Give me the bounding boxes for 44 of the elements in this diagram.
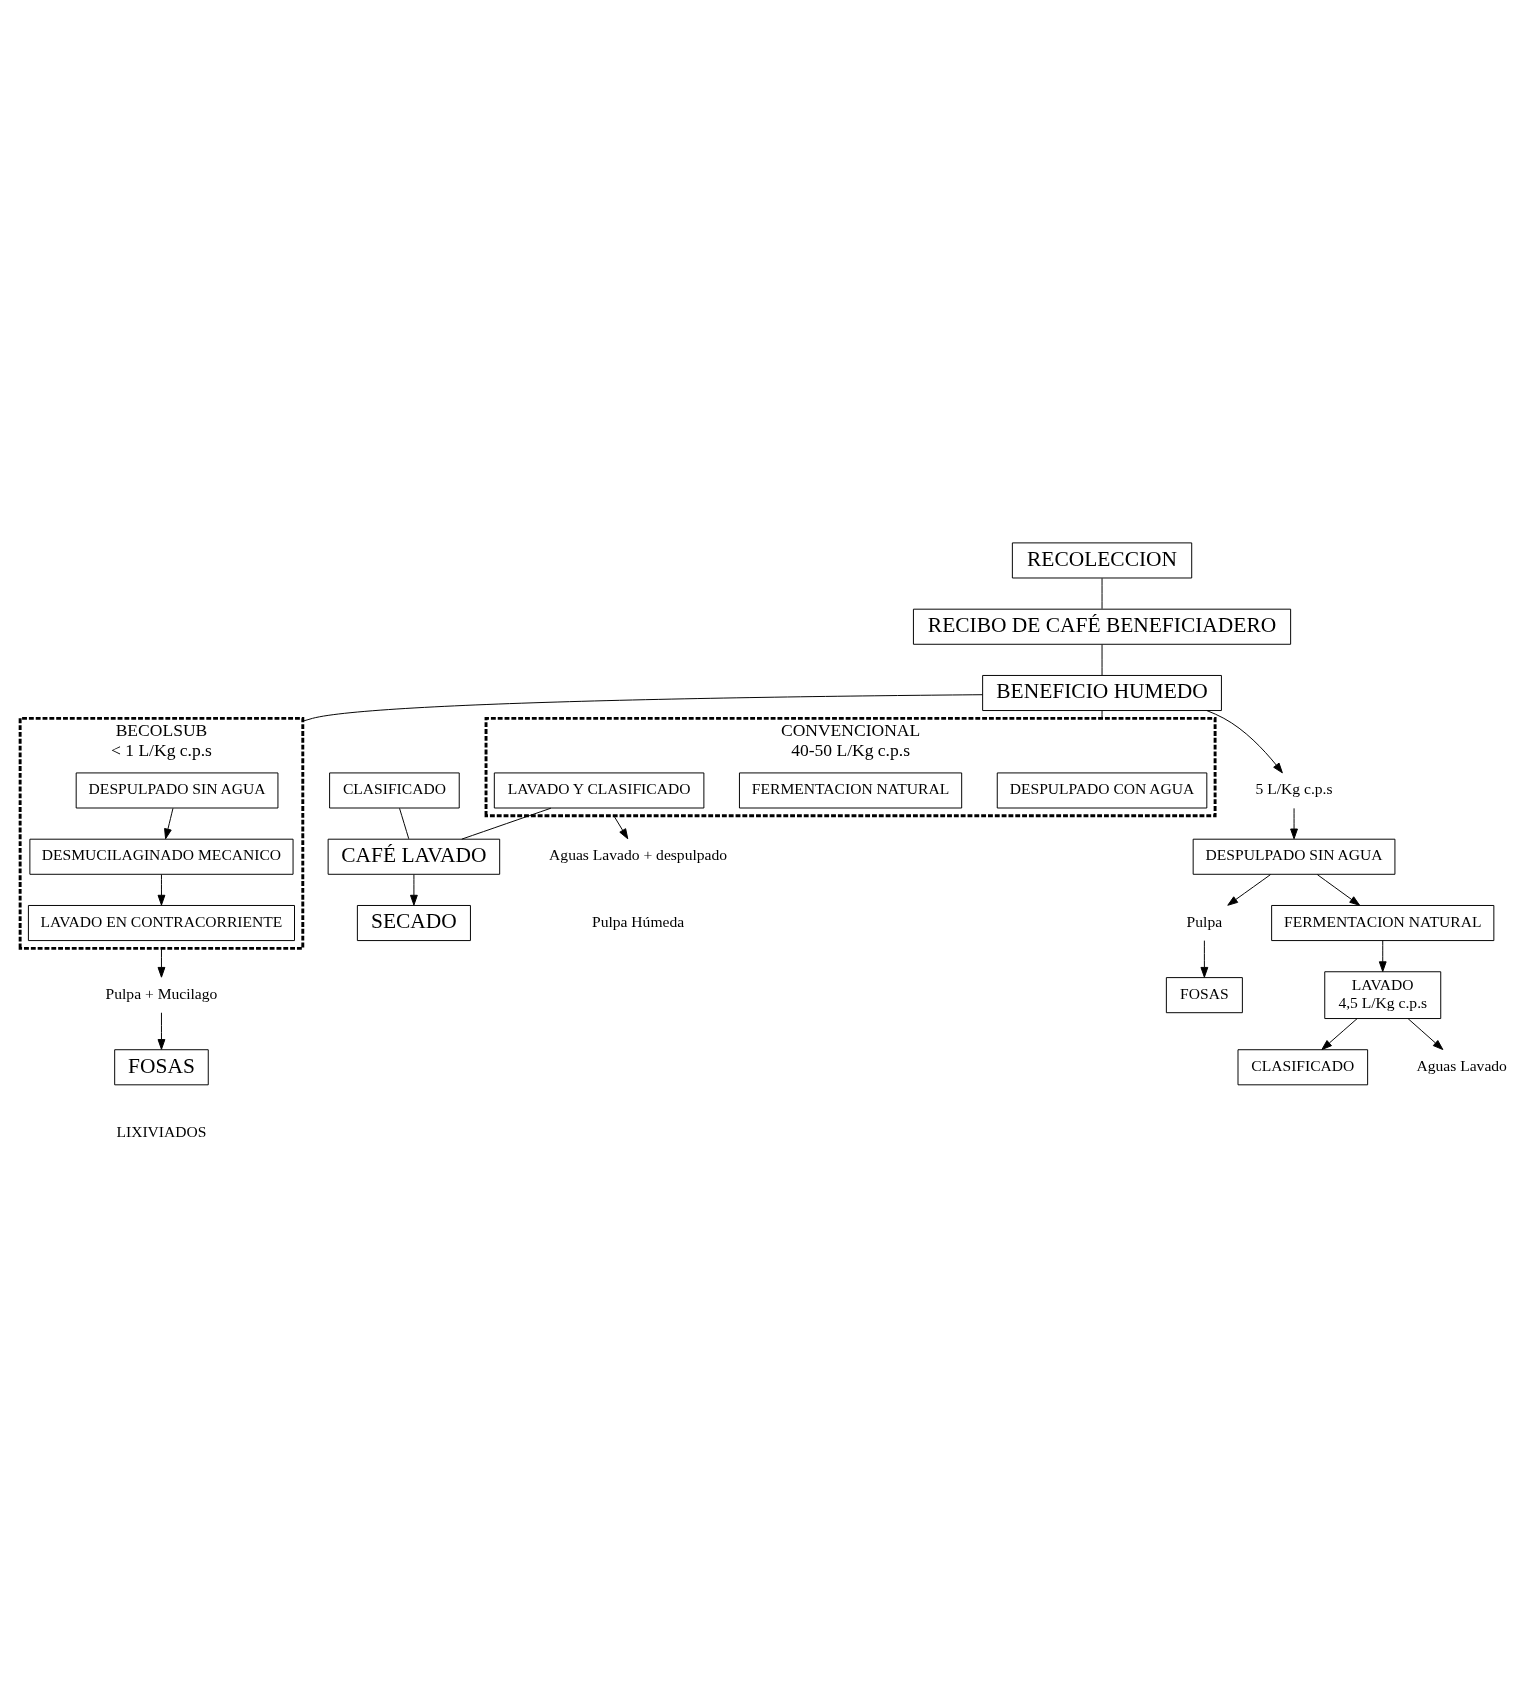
node-box: SECADO xyxy=(356,904,471,941)
node-text: 5 L/Kg c.p.s xyxy=(1255,779,1333,797)
connector xyxy=(1101,577,1103,609)
arrow xyxy=(1200,939,1209,978)
node-box: DESPULPADO SIN AGUA xyxy=(1192,838,1396,875)
node-text: Aguas Lavado xyxy=(1416,1056,1507,1074)
node-box: LAVADO Y CLASIFICADO xyxy=(493,771,705,808)
connector xyxy=(399,807,410,839)
node-text: Pulpa + Mucilago xyxy=(105,984,218,1002)
arrow xyxy=(1227,873,1271,906)
arrow xyxy=(1290,807,1298,839)
arrow xyxy=(1378,939,1387,972)
arrow xyxy=(157,1011,166,1050)
connector xyxy=(461,807,552,840)
arrow xyxy=(613,814,629,839)
node-box: DESMUCILAGINADO MECANICO xyxy=(29,838,294,875)
node-box: FOSAS xyxy=(114,1048,209,1085)
node-box: CLASIFICADO xyxy=(1237,1048,1369,1085)
node-box: BENEFICIO HUMEDO xyxy=(982,674,1222,711)
node-box: LAVADO 4,5 L/Kg c.p.s xyxy=(1324,970,1442,1019)
node-box: CLASIFICADO xyxy=(329,771,460,808)
arrow xyxy=(157,873,166,906)
node-box: FOSAS xyxy=(1165,976,1243,1013)
node-box: RECIBO DE CAFÉ BENEFICIADERO xyxy=(912,608,1292,645)
node-box: CAFÉ LAVADO xyxy=(327,838,501,875)
label: LIXIVIADOS xyxy=(116,1122,207,1140)
node-box: RECOLECCION xyxy=(1011,541,1193,578)
arrow xyxy=(1407,1017,1444,1050)
arrow xyxy=(157,947,166,978)
node-box: FERMENTACION NATURAL xyxy=(1271,904,1495,941)
node-box: FERMENTACION NATURAL xyxy=(738,771,963,808)
arrow xyxy=(1316,873,1361,906)
connector xyxy=(302,693,984,722)
arrow xyxy=(410,873,418,906)
node-box: DESPULPADO SIN AGUA xyxy=(75,771,279,808)
node-text: Aguas Lavado + despulpado xyxy=(549,845,728,863)
label: Pulpa Húmeda xyxy=(592,912,685,930)
node-box: LAVADO EN CONTRACORRIENTE xyxy=(27,904,295,941)
arrow xyxy=(164,807,174,839)
connector xyxy=(1101,643,1103,675)
node-box: DESPULPADO CON AGUA xyxy=(996,771,1208,808)
connector xyxy=(1101,709,1103,719)
arrow xyxy=(1321,1017,1358,1050)
node-text: Pulpa xyxy=(1186,912,1223,930)
